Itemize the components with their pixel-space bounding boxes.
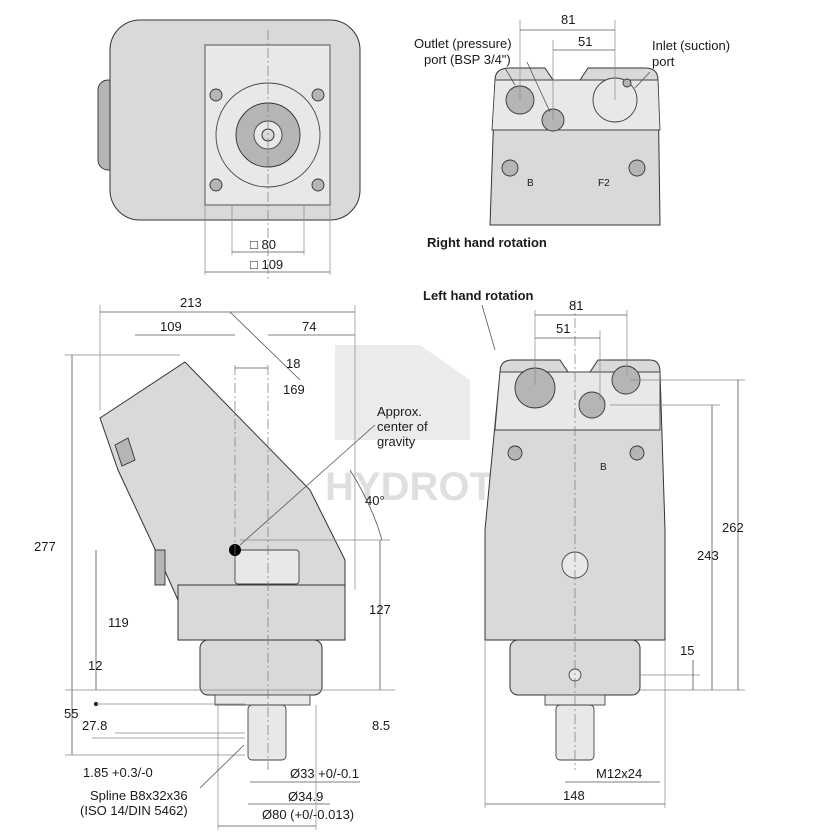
inlet-label-2: port <box>652 54 675 69</box>
dim-51-top: 51 <box>578 34 592 49</box>
dia-80: Ø80 (+0/-0.013) <box>262 807 354 822</box>
top-left-view: □ 80 □ 109 <box>97 19 361 280</box>
spline-label-1: Spline B8x32x36 <box>90 788 188 803</box>
outlet-label-2: port (BSP 3/4") <box>424 52 511 67</box>
front-view: Left hand rotation B 81 51 262 243 15 M1… <box>423 288 745 808</box>
angle-40: 40° <box>365 493 385 508</box>
dim-169: 169 <box>283 382 305 397</box>
dim-27-8: 27.8 <box>82 718 107 733</box>
dim-109: 109 <box>160 319 182 334</box>
dim-243: 243 <box>697 548 719 563</box>
dim-square-80: □ 80 <box>250 237 276 252</box>
dim-15: 15 <box>680 643 694 658</box>
dim-81-front: 81 <box>569 298 583 313</box>
mark-b-front: B <box>600 462 607 473</box>
dim-12: 12 <box>88 658 102 673</box>
left-hand-rotation-caption: Left hand rotation <box>423 288 534 303</box>
dim-213: 213 <box>180 295 202 310</box>
cog-label-1: Approx. <box>377 404 422 419</box>
dim-262: 262 <box>722 520 744 535</box>
right-hand-rotation-caption: Right hand rotation <box>427 235 547 250</box>
dim-81-top: 81 <box>561 12 575 27</box>
nameplate <box>234 549 300 585</box>
dim-119: 119 <box>108 615 129 630</box>
cog-label-2: center of <box>377 419 428 434</box>
dim-18: 18 <box>286 356 300 371</box>
splined-shaft <box>247 704 287 761</box>
dia-34-9: Ø34.9 <box>288 789 323 804</box>
side-view: 213 109 74 18 169 Approx. center of grav… <box>34 295 428 830</box>
thread-m12x24: M12x24 <box>596 766 642 781</box>
dia-33: Ø33 +0/-0.1 <box>290 766 359 781</box>
bent-axis-housing <box>99 361 346 601</box>
dim-8-5: 8.5 <box>372 718 390 733</box>
mark-b-top: B <box>527 178 534 189</box>
inlet-label-1: Inlet (suction) <box>652 38 730 53</box>
outlet-label-1: Outlet (pressure) <box>414 36 512 51</box>
top-right-view: 81 51 Outlet (pressure) port (BSP 3/4") … <box>414 12 730 250</box>
dim-51-front: 51 <box>556 321 570 336</box>
dim-square-109: □ 109 <box>250 257 283 272</box>
cog-label-3: gravity <box>377 434 416 449</box>
flange-side <box>177 584 346 641</box>
dim-127: 127 <box>369 602 391 617</box>
mark-f2: F2 <box>598 178 610 189</box>
dim-1-85: 1.85 +0.3/-0 <box>83 765 153 780</box>
spline-label-2: (ISO 14/DIN 5462) <box>80 803 188 818</box>
dim-148: 148 <box>563 788 585 803</box>
dim-55: 55 <box>64 706 78 721</box>
dim-74: 74 <box>302 319 316 334</box>
dim-277: 277 <box>34 539 56 554</box>
